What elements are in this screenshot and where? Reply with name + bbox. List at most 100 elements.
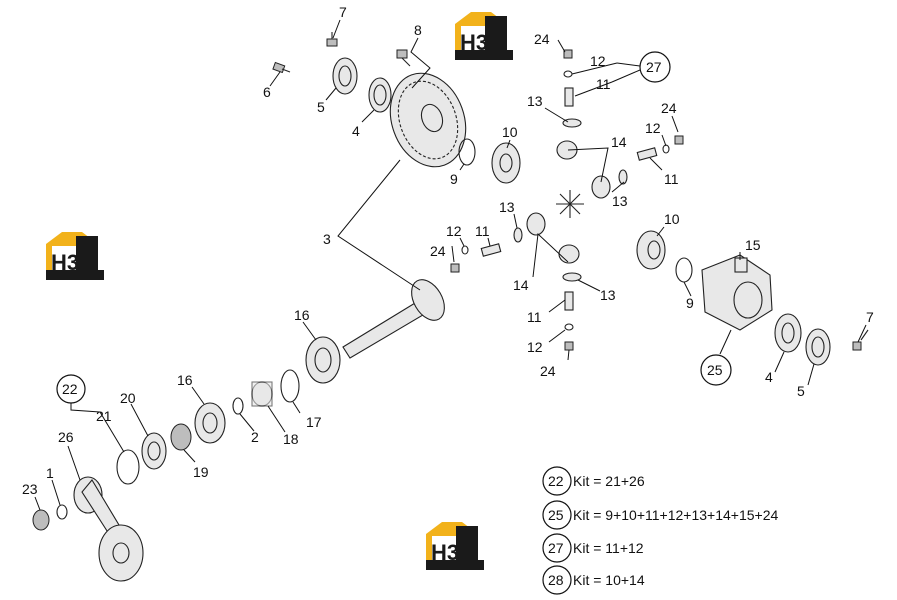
callout-5-top: 5 bbox=[317, 99, 325, 115]
washer-part-13-right bbox=[618, 169, 628, 185]
callout-10-right: 10 bbox=[664, 211, 680, 227]
callout-4-top: 4 bbox=[352, 123, 360, 139]
callout-14-top: 14 bbox=[611, 134, 627, 150]
kit-legend: 22 Kit = 21+26 25 Kit = 9+10+11+12+13+14… bbox=[542, 466, 778, 595]
callout-25: 25 bbox=[707, 362, 723, 378]
callout-20: 20 bbox=[120, 390, 136, 406]
callout-9-top: 9 bbox=[450, 171, 458, 187]
logo-top: H3 CHA6 bbox=[455, 12, 513, 70]
spider-cross-part bbox=[556, 190, 584, 218]
callout-11-left: 11 bbox=[475, 223, 490, 239]
callout-23: 23 bbox=[22, 481, 38, 497]
shaft-part-11-bottom bbox=[564, 291, 574, 311]
adjuster-nut-part-5-right bbox=[805, 328, 831, 366]
callout-2: 2 bbox=[251, 429, 259, 445]
bolt-part-7-top bbox=[326, 32, 338, 47]
callout-25-circle bbox=[700, 354, 732, 386]
washer-part-13-left bbox=[513, 227, 523, 243]
callout-13-top: 13 bbox=[527, 93, 543, 109]
kit-text: Kit = 9+10+11+12+13+14+15+24 bbox=[573, 507, 778, 523]
callout-numbers: 6 7 8 5 4 3 9 10 24 12 11 27 13 14 13 11… bbox=[22, 4, 874, 497]
bearing-part-4-top bbox=[368, 77, 392, 113]
kit-text: Kit = 21+26 bbox=[573, 473, 645, 489]
shaft-part-11-left bbox=[480, 243, 502, 257]
bolt-part-24-right bbox=[674, 135, 684, 145]
callout-24-top: 24 bbox=[534, 31, 550, 47]
logo-bottom: H3 CHA6 bbox=[426, 522, 484, 580]
shim-part-17 bbox=[280, 369, 300, 403]
bolt-part-24-left bbox=[450, 263, 460, 273]
kit-row-28: 28 Kit = 10+14 bbox=[542, 565, 645, 595]
callout-21: 21 bbox=[96, 408, 112, 424]
bolt-part-8 bbox=[396, 49, 411, 67]
washer-part-13-bottom bbox=[562, 272, 582, 282]
callout-1: 1 bbox=[46, 465, 54, 481]
callout-9-right: 9 bbox=[686, 295, 694, 311]
shaft-part-11-top bbox=[564, 87, 574, 107]
callout-11-top: 11 bbox=[596, 76, 611, 92]
callout-6: 6 bbox=[263, 84, 271, 100]
callout-12-bottom: 12 bbox=[527, 339, 543, 355]
ring-part-2 bbox=[232, 397, 244, 415]
callout-13-left: 13 bbox=[499, 199, 515, 215]
washer-part-12-right bbox=[662, 144, 670, 154]
callout-15: 15 bbox=[745, 237, 761, 253]
logo-left: H3 CHA6 bbox=[46, 232, 104, 290]
side-gear-part-10-right bbox=[636, 230, 666, 270]
nut-part-23 bbox=[32, 509, 50, 531]
washer-part-12-top bbox=[563, 70, 573, 78]
callout-3: 3 bbox=[323, 231, 331, 247]
shaft-part-11-right bbox=[636, 147, 658, 161]
differential-housing-part-15 bbox=[701, 254, 773, 331]
bearing-part-16-upper bbox=[305, 336, 341, 384]
kit-number: 22 bbox=[548, 473, 564, 489]
callout-22-circle bbox=[56, 374, 86, 404]
nut-part-19 bbox=[170, 423, 192, 451]
bolt-part-6 bbox=[272, 61, 291, 74]
logo-bottom-mark: H3 bbox=[431, 540, 459, 565]
callout-24-right: 24 bbox=[661, 100, 677, 116]
flange-part-26 bbox=[73, 476, 144, 582]
washer-part-13-top bbox=[562, 118, 582, 128]
crown-gear-part bbox=[389, 72, 467, 168]
kit-row-25: 25 Kit = 9+10+11+12+13+14+15+24 bbox=[542, 500, 778, 530]
logo-bottom-caption: CHA6 bbox=[433, 570, 458, 580]
callout-10-top: 10 bbox=[502, 124, 518, 140]
pinion-gear-part-14-bottom bbox=[558, 244, 580, 264]
callout-12-right: 12 bbox=[645, 120, 661, 136]
logo-top-caption: CHA6 bbox=[462, 60, 487, 70]
callout-7-top: 7 bbox=[339, 4, 347, 20]
bolt-part-24-bottom bbox=[564, 341, 574, 351]
callout-16-lower: 16 bbox=[177, 372, 193, 388]
bearing-part-16-lower bbox=[194, 402, 226, 444]
callout-4-right: 4 bbox=[765, 369, 773, 385]
seal-part-20 bbox=[141, 432, 167, 470]
washer-part-12-bottom bbox=[564, 323, 574, 331]
callout-26: 26 bbox=[58, 429, 74, 445]
callout-17: 17 bbox=[306, 414, 322, 430]
logo-left-mark: H3 bbox=[51, 250, 79, 275]
shim-part-9-right bbox=[675, 257, 693, 283]
callout-11-bottom: 11 bbox=[527, 309, 542, 325]
side-gear-part-10-top bbox=[491, 142, 521, 184]
ring-part-1 bbox=[56, 504, 68, 520]
spacer-part-18 bbox=[251, 381, 273, 407]
pinion-gear-part-14-left bbox=[526, 212, 546, 236]
kit-text: Kit = 10+14 bbox=[573, 572, 645, 588]
callout-13-right: 13 bbox=[612, 193, 628, 209]
leader-lines bbox=[34, 19, 867, 511]
callout-19: 19 bbox=[193, 464, 209, 480]
adjuster-nut-part-5-top bbox=[332, 57, 358, 95]
kit-number: 28 bbox=[548, 572, 564, 588]
kit-row-22: 22 Kit = 21+26 bbox=[542, 466, 645, 496]
callout-8: 8 bbox=[414, 22, 422, 38]
callout-12-top: 12 bbox=[590, 53, 606, 69]
kit-number: 27 bbox=[548, 540, 564, 556]
callout-14-bottom: 14 bbox=[513, 277, 529, 293]
callout-27: 27 bbox=[646, 59, 662, 75]
callout-18: 18 bbox=[283, 431, 299, 447]
callout-22: 22 bbox=[62, 381, 78, 397]
logo-top-mark: H3 bbox=[460, 30, 488, 55]
shim-part-9-top bbox=[458, 138, 476, 166]
